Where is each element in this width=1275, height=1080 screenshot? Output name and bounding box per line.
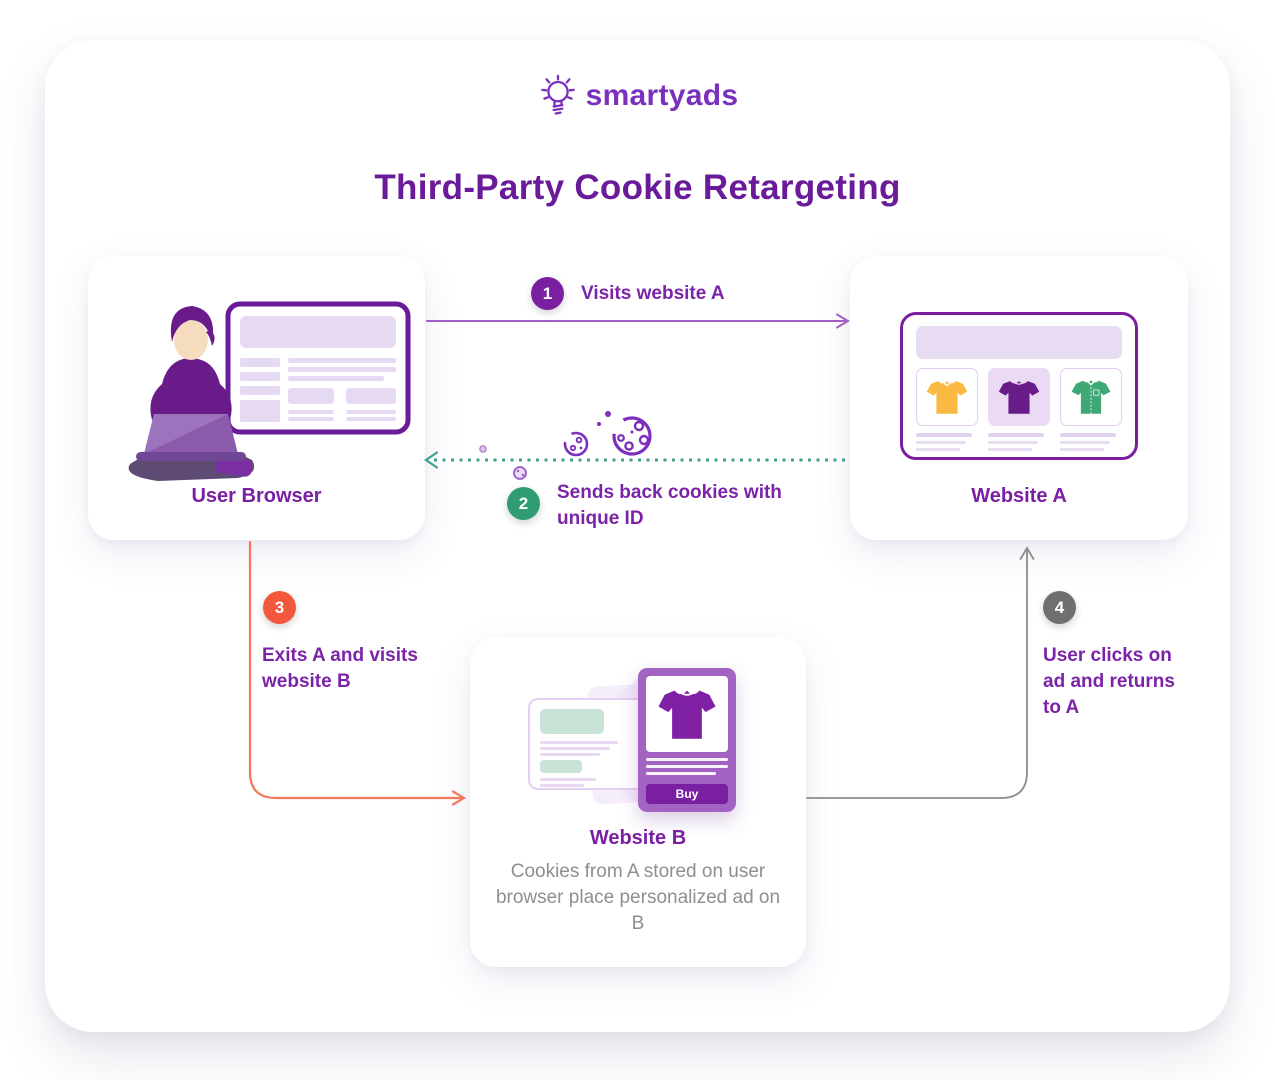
brand-logo: smartyads (0, 72, 1275, 120)
step-2-badge: 2 (507, 487, 540, 520)
step-4-label: User clicks on ad and returns to A (1043, 645, 1175, 718)
website-a-label: Website A (971, 485, 1067, 507)
user-browser-card: User Browser (88, 256, 425, 540)
step-1-badge: 1 (531, 277, 564, 310)
step-3-badge: 3 (263, 591, 296, 624)
product-tile-yellow (916, 368, 978, 426)
product-text-lines (916, 433, 1122, 451)
website-a-header-bar (916, 326, 1122, 359)
step-4-badge: 4 (1043, 591, 1076, 624)
product-tile-purple (988, 368, 1050, 426)
buy-button[interactable]: Buy (646, 784, 728, 804)
step-3-label: Exits A and visits website B (262, 645, 418, 692)
user-browser-label: User Browser (191, 485, 322, 507)
user-browser-illustration (128, 301, 411, 481)
website-b-card: Buy Website B Cookies from A stored on u… (470, 637, 806, 967)
yellow-tshirt-icon (926, 380, 968, 414)
green-shirt-icon (1071, 379, 1111, 414)
brand-name: smartyads (585, 79, 739, 112)
ad-image (646, 676, 728, 752)
website-b-illustration: Buy (470, 637, 806, 827)
lightbulb-icon (540, 74, 575, 115)
website-b-page (528, 698, 646, 790)
step-1-label: Visits website A (581, 283, 725, 304)
website-b-label: Website B (589, 827, 687, 849)
website-b-description: Cookies from A stored on user browser pl… (495, 861, 781, 934)
step-2-label: Sends back cookies with unique ID (557, 482, 782, 529)
personalized-ad: Buy (638, 668, 736, 812)
page-title: Third-Party Cookie Retargeting (374, 168, 901, 207)
website-a-card: Website A (850, 256, 1188, 540)
ad-text-lines (646, 758, 728, 775)
product-tile-green (1060, 368, 1122, 426)
website-a-window (900, 312, 1138, 460)
ad-tshirt-icon (658, 690, 716, 739)
purple-tshirt-icon (998, 381, 1040, 414)
